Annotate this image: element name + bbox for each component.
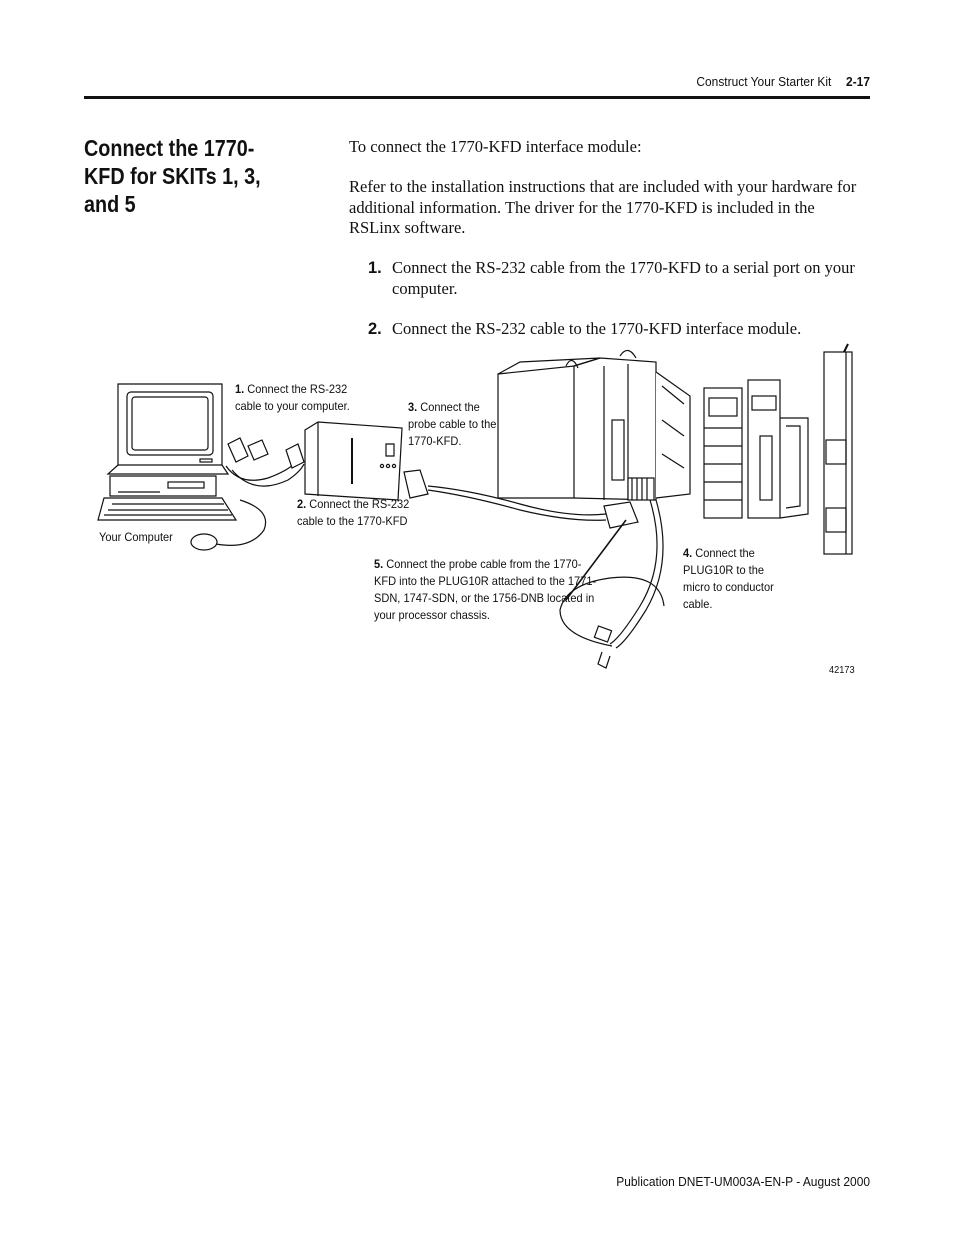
computer-monitor-icon: [106, 383, 230, 475]
page-number: 2-17: [846, 74, 870, 89]
step-number: 2.: [368, 320, 382, 338]
step-text: Connect the RS-232 cable to the 1770-KFD…: [392, 319, 802, 338]
kfd-module-icon: [304, 421, 403, 501]
callout-1: 1. Connect the RS-232 cable to your comp…: [235, 382, 350, 413]
rs232-connector-icon: [225, 437, 305, 487]
computer-label: Your Computer: [99, 530, 173, 544]
intro-paragraph: To connect the 1770-KFD interface module…: [349, 137, 642, 156]
callout-5: 5. Connect the probe cable from the 1770…: [374, 557, 597, 622]
computer-base-icon: [109, 475, 217, 497]
slc-module-icon: [703, 387, 743, 519]
probe-cable-icon: [403, 469, 639, 529]
controllogix-module-icon: [747, 379, 809, 519]
section-title: Connect the 1770-KFD for SKITs 1, 3, and…: [84, 135, 261, 217]
publication-footer: Publication DNET-UM003A-EN-P - August 20…: [616, 1174, 870, 1189]
keyboard-icon: [97, 497, 238, 521]
running-header: Construct Your Starter Kit 2-17: [640, 74, 870, 89]
callout-3: 3. Connect the probe cable to the 1770-K…: [408, 400, 497, 448]
mouse-icon: [190, 499, 267, 551]
callout-4: 4. Connect the PLUG10R to the micro to c…: [683, 546, 774, 611]
step-text: Connect the RS-232 cable from the 1770-K…: [392, 258, 855, 298]
info-paragraph: Refer to the installation instructions t…: [349, 177, 857, 237]
header-rule: [84, 96, 870, 99]
callout-2: 2. Connect the RS-232 cable to the 1770-…: [297, 497, 410, 528]
din-rail-device-icon: [823, 343, 853, 555]
step-number: 1.: [368, 259, 382, 277]
chapter-title: Construct Your Starter Kit: [696, 74, 832, 89]
processor-chassis-icon: [497, 349, 691, 501]
figure-number: 42173: [829, 665, 855, 676]
plug10r-connector-icon: [609, 477, 664, 649]
